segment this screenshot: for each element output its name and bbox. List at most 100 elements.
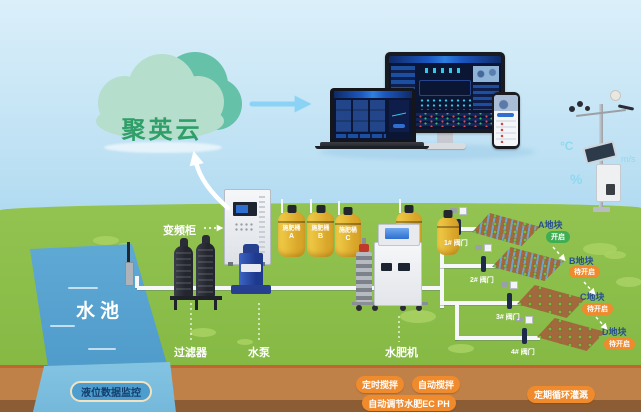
weather-station-vent	[606, 184, 615, 195]
plot-c-status-badge: 待开启	[582, 303, 613, 315]
laptop-base-lip	[315, 146, 429, 149]
machine-display	[399, 263, 410, 271]
laptop-tile-grid	[336, 100, 386, 132]
valve-solenoid-icon	[484, 244, 492, 252]
machine-wheel	[416, 305, 422, 311]
valve-3-label: 3# 阀门	[496, 314, 520, 321]
cabinet-foot	[228, 262, 233, 266]
laptop-base	[320, 142, 424, 147]
pump-label: 水泵	[248, 347, 270, 359]
dashboard-data-table	[391, 113, 499, 127]
cabinet-screen	[233, 202, 257, 216]
level-monitor-text: 液位数据监控	[81, 388, 141, 399]
monitor-stand	[437, 132, 453, 144]
filter-leg	[214, 299, 217, 310]
plot-b-status-badge: 待开启	[569, 266, 600, 278]
plot-b-name: B地块	[569, 256, 594, 266]
level-sensor-cable	[127, 242, 130, 264]
feature-badge-cycle-irrigation: 定期循环灌溉	[527, 386, 595, 403]
dashboard-status-dots	[419, 98, 471, 110]
phone-camera-view	[494, 95, 518, 111]
tank-pipe	[310, 199, 312, 213]
grass-highlight	[93, 236, 119, 245]
grass-highlight	[604, 251, 626, 259]
laptop	[330, 88, 416, 143]
filter-label: 过滤器	[174, 347, 207, 359]
filter-canister	[174, 246, 193, 298]
plot-a-status-badge: 开启	[546, 231, 570, 243]
filter-canister	[196, 243, 215, 298]
tank-band	[278, 221, 305, 223]
plot-d-name: D地块	[602, 327, 627, 337]
tank-pipe	[399, 199, 401, 213]
laptop-dashboard-screen	[334, 91, 412, 140]
plot-c-name: C地块	[580, 292, 605, 302]
humidity-unit-label: %	[570, 171, 583, 187]
valve-controller-icon	[475, 245, 482, 250]
wind-unit-label: m/s	[621, 154, 636, 164]
tank-pipe	[338, 201, 340, 215]
dashboard-tanks-row	[425, 68, 465, 73]
cabinet-label: 变频柜	[163, 225, 196, 237]
branch-pipe-b	[440, 264, 500, 268]
monitor-base	[424, 143, 466, 149]
cabinet-screen-glow	[236, 205, 248, 213]
dashboard-header-bar	[389, 56, 501, 63]
tank-band	[335, 223, 361, 225]
phone-action-button	[497, 113, 514, 117]
desktop-monitor	[385, 52, 505, 133]
valve-controller-icon	[516, 317, 523, 322]
laptop-side-panel	[389, 100, 409, 132]
valve-2-label: 2# 阀门	[470, 277, 494, 284]
tank-stirrer-motor	[343, 207, 353, 215]
tank-band	[396, 221, 422, 223]
valve-controller-icon	[501, 282, 508, 287]
tank-band	[437, 226, 459, 228]
machine-booster-pump	[356, 252, 372, 302]
machine-display	[381, 263, 392, 271]
tank-stirrer-motor	[443, 210, 453, 218]
cloud-shape	[96, 102, 224, 140]
laptop-bottom-bars	[336, 134, 386, 138]
fertilizer-tank	[437, 210, 459, 255]
soil-edge-line	[0, 365, 641, 368]
solar-panel	[582, 140, 618, 165]
weather-station-base	[593, 207, 610, 212]
fertigation-machine-cabinet	[374, 242, 422, 306]
temperature-unit-label: °C	[560, 139, 574, 153]
branch-pipe-d	[455, 336, 540, 340]
machine-touchscreen	[385, 228, 409, 239]
mini-line-chart	[392, 104, 406, 117]
valve-4	[522, 328, 527, 344]
grass-highlight	[190, 328, 216, 337]
cabinet-keypad	[234, 222, 254, 232]
filter-cap	[180, 238, 188, 247]
mini-button	[393, 124, 405, 128]
filter-cap	[202, 235, 210, 244]
feature-badge-ec-ph: 自动调节水肥EC PH	[362, 395, 456, 411]
phone-app-screen	[494, 95, 518, 146]
radiation-sensor-icon	[610, 90, 621, 101]
pump-motor	[243, 244, 259, 254]
water-ripple	[50, 325, 75, 327]
anemometer-icon	[577, 101, 583, 107]
tank-stirrer-motor	[404, 205, 414, 213]
water-ripple	[88, 348, 116, 350]
juying-cloud: 聚英云	[92, 46, 242, 150]
valve-3	[507, 293, 512, 309]
smartphone	[492, 92, 520, 149]
tank-stirrer-motor	[287, 205, 296, 213]
anemometer-icon	[569, 106, 575, 112]
machine-console	[378, 224, 420, 246]
cabinet-vents	[259, 196, 265, 254]
main-pipe	[137, 286, 444, 290]
dashboard-header-bar	[334, 91, 412, 98]
feature-badge-auto-stir: 自动搅拌	[412, 376, 460, 393]
tank-stirrer-motor	[316, 205, 325, 213]
